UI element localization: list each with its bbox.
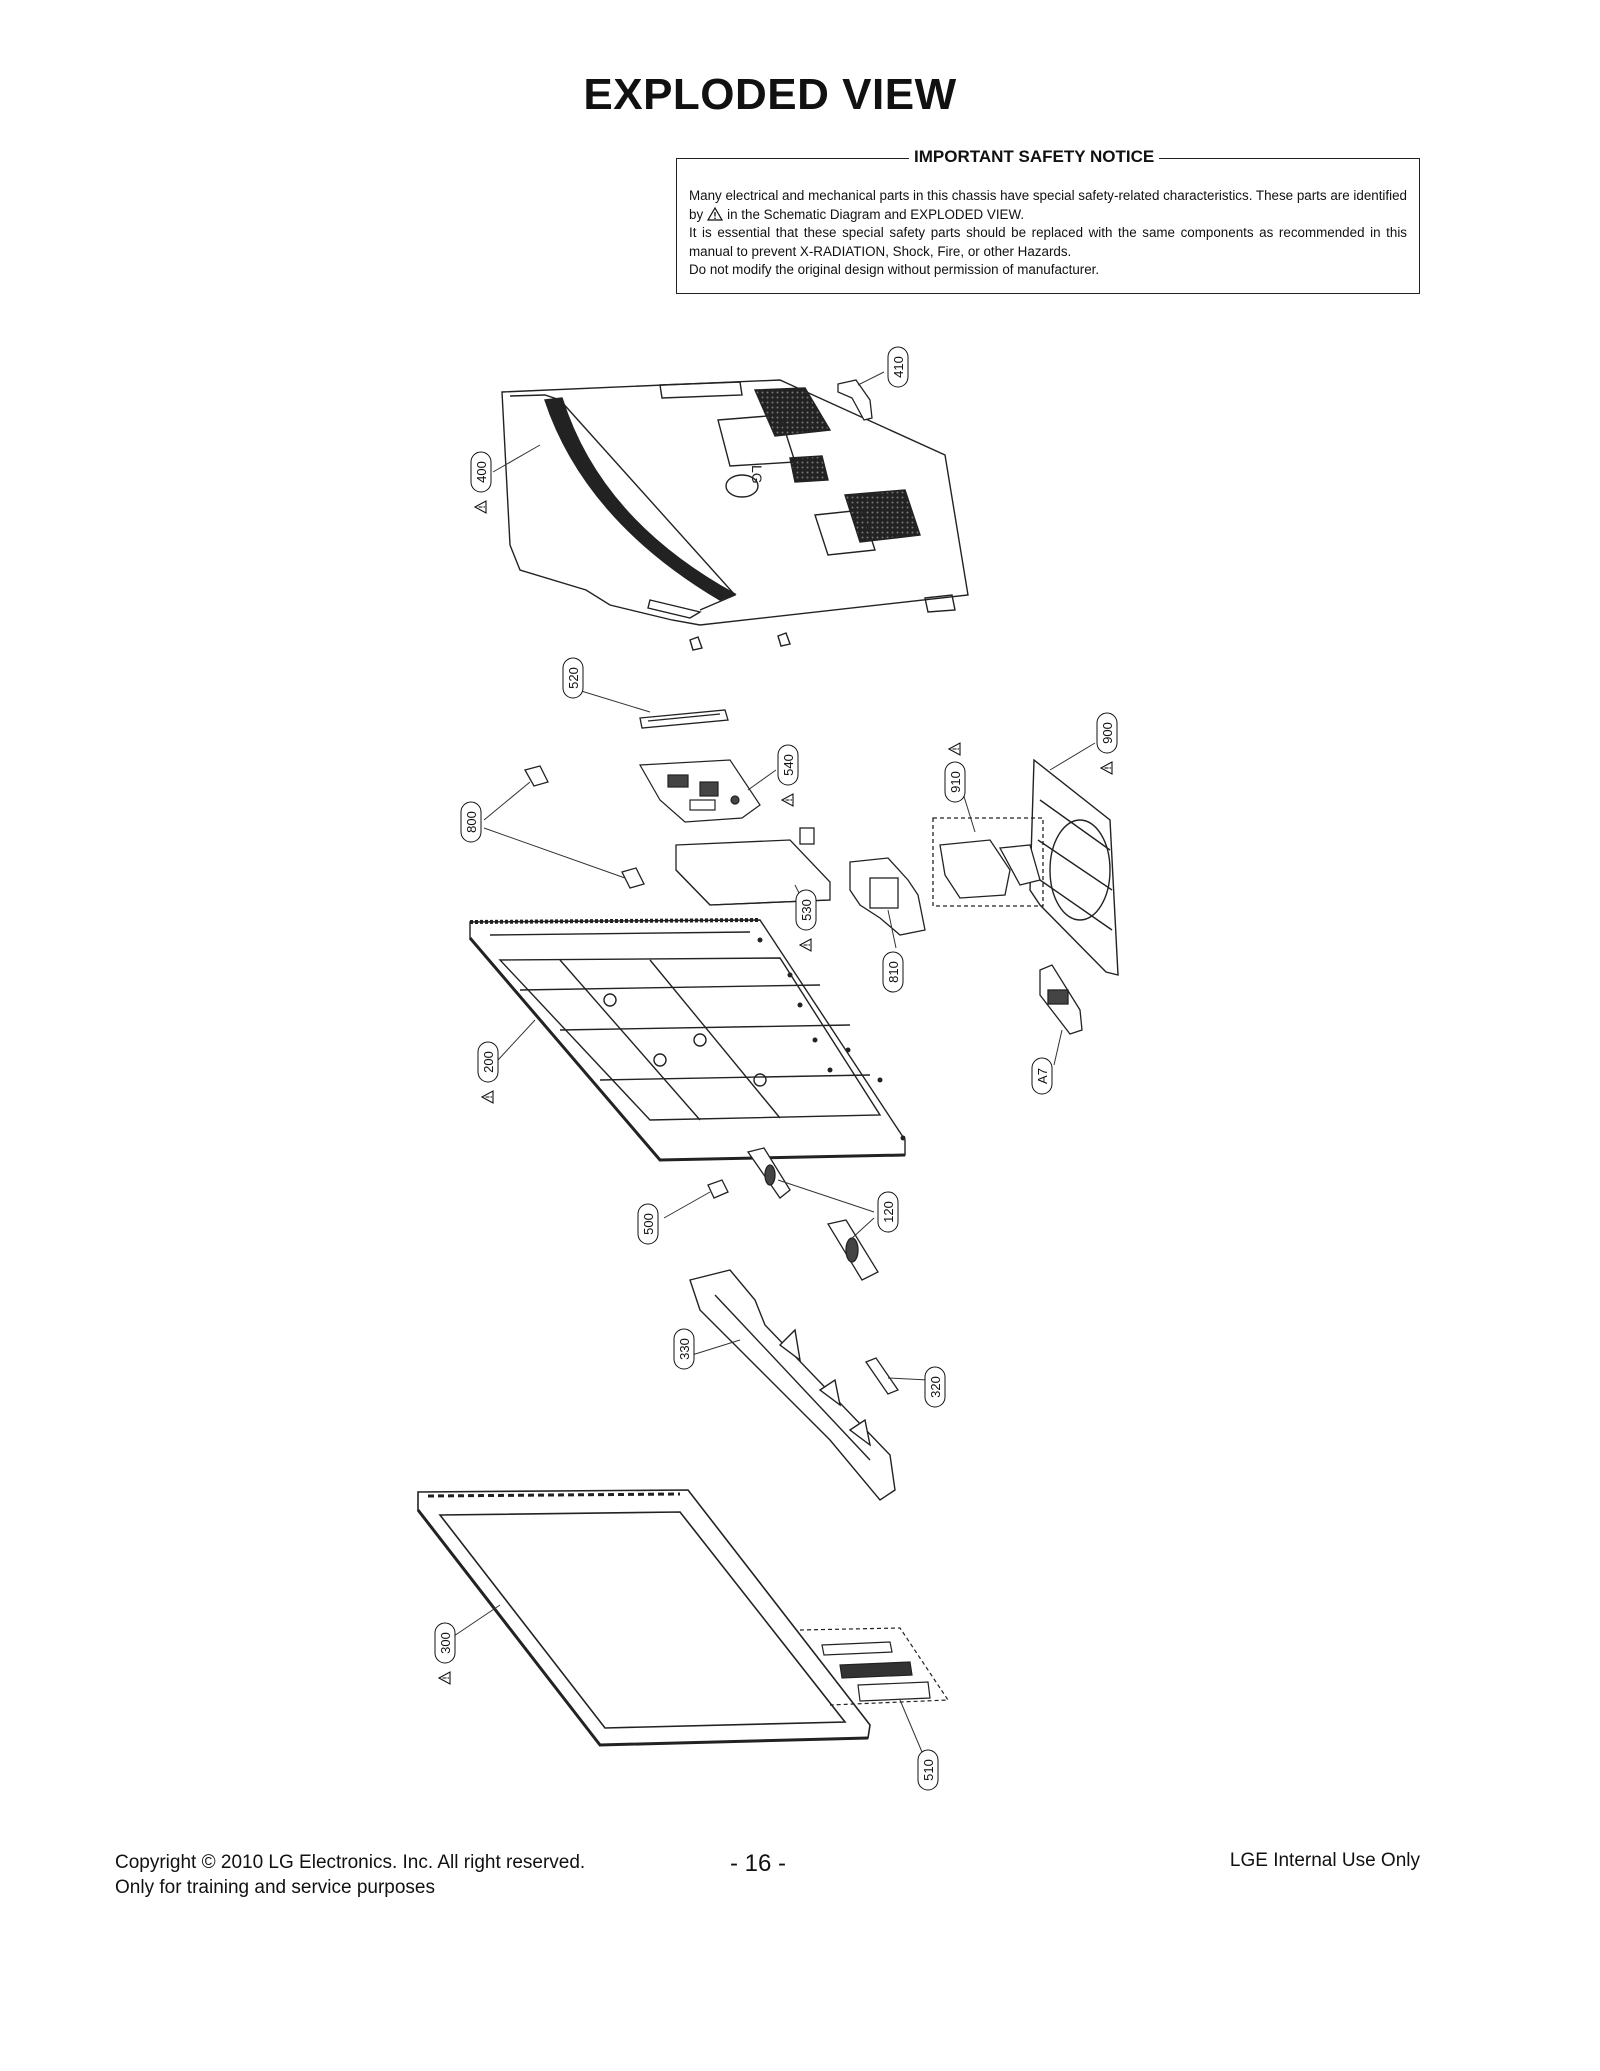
callout-530: 530 bbox=[795, 889, 817, 952]
callout-800: 800 bbox=[460, 801, 482, 843]
notice-line-2: It is essential that these special safet… bbox=[689, 225, 1407, 259]
stand-bracket-part bbox=[849, 857, 926, 936]
safety-notice-title: IMPORTANT SAFETY NOTICE bbox=[909, 147, 1160, 167]
callout-410-label: 410 bbox=[891, 356, 906, 378]
notice-line-1: Many electrical and mechanical parts in … bbox=[689, 188, 1407, 222]
warning-triangle-icon bbox=[948, 742, 961, 756]
callout-400: 400 bbox=[470, 451, 492, 514]
callout-520: 520 bbox=[562, 657, 584, 699]
stand-base-part bbox=[1029, 758, 1119, 976]
callout-200: 200 bbox=[477, 1041, 499, 1104]
callout-810-label: 810 bbox=[886, 961, 901, 983]
warning-triangle-icon bbox=[781, 793, 794, 807]
callout-330-label: 330 bbox=[677, 1338, 692, 1360]
main-board-part bbox=[638, 759, 761, 823]
ir-board-part bbox=[707, 1179, 729, 1199]
page-number: - 16 - bbox=[730, 1850, 787, 1877]
speaker-part bbox=[746, 1147, 879, 1281]
callout-300: 300 bbox=[434, 1622, 456, 1685]
callout-320-label: 320 bbox=[928, 1376, 943, 1398]
stand-neck-part bbox=[932, 817, 1044, 907]
footer-left: Copyright © 2010 LG Electronics. Inc. Al… bbox=[115, 1850, 585, 1900]
warning-triangle-icon bbox=[707, 206, 724, 221]
callout-A7-label: A7 bbox=[1035, 1068, 1050, 1084]
power-board-part bbox=[675, 827, 831, 906]
callout-410: 410 bbox=[887, 346, 909, 388]
bracket-small-part bbox=[865, 1357, 899, 1395]
callout-300-label: 300 bbox=[438, 1632, 453, 1654]
callout-800-label: 800 bbox=[464, 811, 479, 833]
callout-910: 910 bbox=[944, 742, 966, 803]
terminal-strip-part bbox=[639, 709, 729, 729]
callout-530-label: 530 bbox=[799, 899, 814, 921]
callout-810: 810 bbox=[882, 951, 904, 993]
bottom-cover-part bbox=[689, 1269, 896, 1501]
svg-text:LG: LG bbox=[749, 465, 765, 484]
clip-part-upper bbox=[524, 765, 549, 787]
callout-330: 330 bbox=[673, 1328, 695, 1370]
callout-320: 320 bbox=[924, 1366, 946, 1408]
callout-540: 540 bbox=[777, 744, 799, 807]
callout-510: 510 bbox=[917, 1749, 939, 1791]
footer-internal-use: LGE Internal Use Only bbox=[1229, 1850, 1420, 1871]
callout-500: 500 bbox=[637, 1203, 659, 1245]
callout-540-label: 540 bbox=[781, 754, 796, 776]
callout-120-label: 120 bbox=[881, 1201, 896, 1223]
safety-notice-body: Many electrical and mechanical parts in … bbox=[689, 187, 1407, 280]
footer-copyright: Copyright © 2010 LG Electronics. Inc. Al… bbox=[115, 1852, 586, 1873]
page-title: EXPLODED VIEW bbox=[583, 70, 957, 119]
front-cabinet-part bbox=[416, 1489, 871, 1747]
warning-triangle-icon bbox=[438, 1671, 451, 1685]
callout-400-label: 400 bbox=[474, 461, 489, 483]
key-board-part bbox=[799, 1627, 950, 1706]
callout-120: 120 bbox=[877, 1191, 899, 1233]
bracket-part bbox=[837, 379, 873, 421]
callout-900: 900 bbox=[1096, 712, 1118, 775]
callout-A7: A7 bbox=[1031, 1057, 1053, 1095]
notice-line-3: Do not modify the original design withou… bbox=[689, 262, 1100, 278]
warning-triangle-icon bbox=[1100, 761, 1113, 775]
notice-line-1b: in the Schematic Diagram and EXPLODED VI… bbox=[727, 206, 1025, 222]
side-av-board-part bbox=[1039, 964, 1083, 1035]
callout-900-label: 900 bbox=[1100, 722, 1115, 744]
callout-520-label: 520 bbox=[566, 667, 581, 689]
footer-purpose: Only for training and service purposes bbox=[115, 1877, 435, 1898]
screws-part bbox=[757, 937, 906, 1141]
warning-triangle-icon bbox=[799, 938, 812, 952]
safety-notice-paragraph-1: Many electrical and mechanical parts in … bbox=[689, 187, 1407, 224]
callout-510-label: 510 bbox=[921, 1759, 936, 1781]
leader-lines bbox=[447, 371, 1096, 1753]
callout-200-label: 200 bbox=[481, 1051, 496, 1073]
callout-910-label: 910 bbox=[948, 771, 963, 793]
warning-triangle-icon bbox=[481, 1090, 494, 1104]
lcd-module-part bbox=[468, 918, 906, 1162]
back-cover-part: LG bbox=[501, 379, 969, 651]
warning-triangle-icon bbox=[474, 500, 487, 514]
callout-500-label: 500 bbox=[641, 1213, 656, 1235]
clip-part-lower bbox=[621, 867, 645, 889]
safety-notice-box: IMPORTANT SAFETY NOTICE Many electrical … bbox=[676, 147, 1420, 294]
